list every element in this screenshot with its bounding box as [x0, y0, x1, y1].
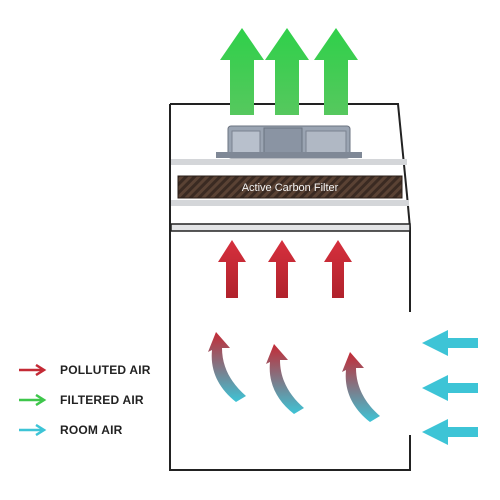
cabinet-outline — [169, 103, 411, 471]
swirling-air-arrow — [266, 344, 304, 414]
room-air-arrows — [422, 330, 478, 445]
filtered-air-arrow — [220, 28, 264, 115]
green-arrow-icon — [19, 394, 47, 406]
sash-frame — [170, 223, 411, 232]
filtered-air-arrows — [220, 28, 358, 115]
polluted-air-arrow — [268, 240, 296, 298]
cyan-arrow-icon — [19, 424, 47, 436]
filtered-air-arrow — [314, 28, 358, 115]
polluted-air-arrow — [218, 240, 246, 298]
legend: POLLUTED AIR FILTERED AIR ROOM AIR — [18, 362, 188, 452]
filtered-air-arrow — [265, 28, 309, 115]
lower-shelf — [171, 200, 409, 206]
exhaust-fan-unit — [216, 125, 362, 159]
polluted-air-arrows — [218, 240, 352, 298]
room-air-arrow — [422, 330, 478, 356]
room-air-arrow — [422, 375, 478, 401]
active-carbon-filter: Active Carbon Filter — [177, 175, 403, 199]
upper-shelf — [171, 159, 407, 165]
swirling-air-arrows — [208, 332, 380, 422]
legend-item-room-air: ROOM AIR — [18, 422, 188, 438]
legend-item-polluted-air: POLLUTED AIR — [18, 362, 188, 378]
legend-label: ROOM AIR — [60, 423, 123, 437]
filter-label: Active Carbon Filter — [242, 182, 339, 194]
swirling-air-arrow — [208, 332, 246, 402]
legend-item-filtered-air: FILTERED AIR — [18, 392, 188, 408]
swirling-air-arrow — [342, 352, 380, 422]
room-air-arrow — [422, 419, 478, 445]
legend-label: POLLUTED AIR — [60, 363, 151, 377]
legend-label: FILTERED AIR — [60, 393, 144, 407]
red-arrow-icon — [19, 364, 47, 376]
polluted-air-arrow — [324, 240, 352, 298]
